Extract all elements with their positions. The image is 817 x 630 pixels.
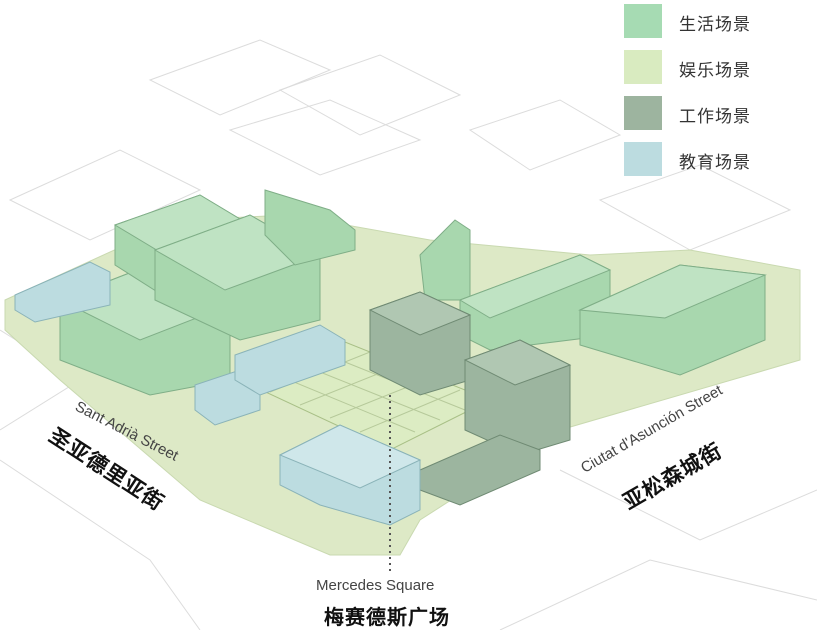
legend-swatch-leisure — [624, 50, 662, 84]
education-building-left — [14, 261, 111, 323]
legend-swatch-education — [624, 142, 662, 176]
legend-item-work: 工作场景 — [624, 96, 804, 142]
legend-label-leisure: 娱乐场景 — [679, 61, 751, 81]
legend-label-living: 生活场景 — [679, 15, 751, 35]
work-buildings — [368, 291, 572, 506]
legend-label-education: 教育场景 — [679, 153, 751, 173]
surrounding-context — [0, 39, 817, 630]
legend-item-education: 教育场景 — [624, 142, 804, 188]
legend-swatch-work — [624, 96, 662, 130]
education-buildings-front — [194, 324, 422, 526]
legend: 生活场景 娱乐场景 工作场景 教育场景 — [624, 4, 804, 188]
square-label-cn: 梅赛德斯广场 — [324, 605, 450, 629]
legend-swatch-living — [624, 4, 662, 38]
legend-label-work: 工作场景 — [679, 107, 751, 127]
square-label-en: Mercedes Square — [316, 577, 435, 594]
legend-item-leisure: 娱乐场景 — [624, 50, 804, 96]
living-buildings-right — [419, 219, 767, 376]
legend-item-living: 生活场景 — [624, 4, 804, 50]
